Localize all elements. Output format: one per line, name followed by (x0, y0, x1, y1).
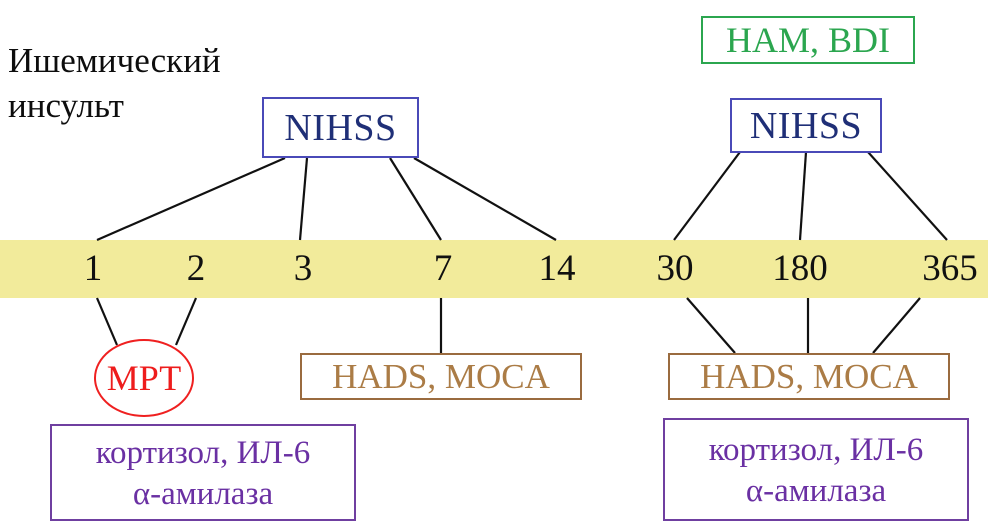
node-ham-bdi[interactable]: HAM, BDI (701, 16, 915, 64)
edge-tick-30-to-hads_right (686, 297, 736, 354)
node-labs-right-line-2: α-амилаза (745, 472, 887, 509)
timeline-band (0, 240, 988, 298)
edge-nihss_left-to-tick-7 (389, 157, 442, 241)
edge-nihss_left-to-tick-3 (298, 157, 309, 241)
edge-nihss_right-to-tick-365 (867, 151, 948, 241)
node-nihss-right[interactable]: NIHSS (730, 98, 882, 153)
node-mrt-label: МРТ (106, 358, 182, 398)
node-hads-moca-right[interactable]: HADS, MOCA (668, 353, 950, 400)
timeline-tick-2: 2 (186, 248, 206, 289)
edge-nihss_left-to-tick-1 (96, 156, 286, 242)
timeline-tick-180: 180 (772, 248, 828, 289)
node-hads-moca-left-label: HADS, MOCA (332, 356, 550, 396)
page-title-line-1: Ишемический (8, 41, 221, 80)
node-labs-left-line-1: кортизол, ИЛ-6 (95, 434, 311, 471)
edge-tick-2-to-mrt (174, 297, 198, 346)
node-labs-left[interactable]: кортизол, ИЛ-6 α-амилаза (50, 424, 356, 521)
node-hads-moca-right-label: HADS, MOCA (700, 356, 918, 396)
node-labs-right-line-1: кортизол, ИЛ-6 (708, 431, 924, 468)
node-nihss-left[interactable]: NIHSS (262, 97, 419, 158)
node-hads-moca-left[interactable]: HADS, MOCA (300, 353, 582, 400)
node-labs-right[interactable]: кортизол, ИЛ-6 α-амилаза (663, 418, 969, 521)
node-labs-left-line-2: α-амилаза (132, 475, 274, 512)
timeline-tick-3: 3 (293, 248, 313, 289)
timeline-tick-365: 365 (922, 248, 978, 289)
edge-tick-365-to-hads_right (872, 297, 921, 354)
node-mrt[interactable]: МРТ (94, 339, 194, 417)
page-title-line-2: инсульт (8, 86, 124, 125)
edge-nihss_left-to-tick-14 (413, 157, 557, 241)
page-title: Ишемический инсульт (8, 38, 221, 128)
node-nihss-right-label: NIHSS (749, 104, 863, 147)
timeline-tick-1: 1 (83, 248, 103, 289)
node-ham-bdi-label: HAM, BDI (725, 20, 890, 60)
edge-nihss_right-to-tick-180 (798, 151, 808, 241)
edge-nihss_right-to-tick-30 (673, 151, 741, 241)
node-nihss-left-label: NIHSS (284, 106, 397, 149)
edge-tick-1-to-mrt (95, 297, 119, 346)
timeline-tick-7: 7 (433, 248, 453, 289)
timeline-tick-14: 14 (538, 248, 576, 289)
timeline-tick-30: 30 (656, 248, 694, 289)
